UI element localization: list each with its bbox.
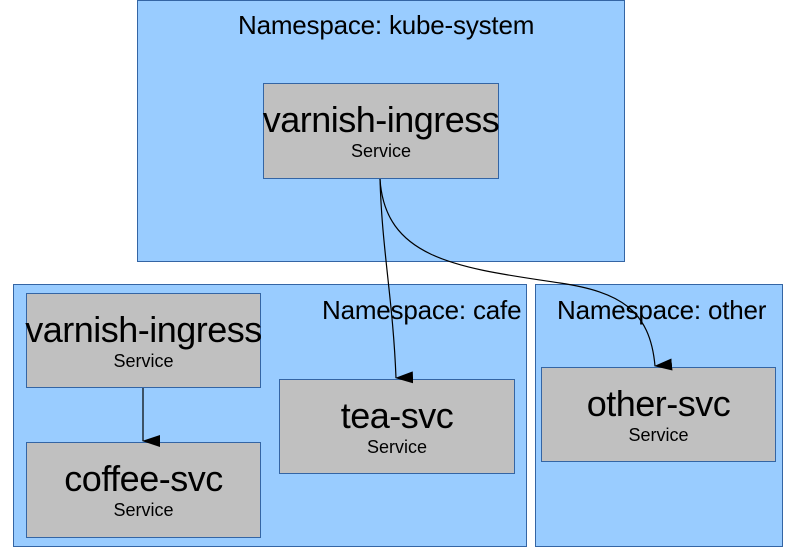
service-kind: Service — [350, 141, 412, 161]
service-name: varnish-ingress — [25, 308, 262, 350]
service-name: tea-svc — [340, 394, 454, 436]
service-name: varnish-ingress — [262, 99, 500, 140]
service-kind: Service — [366, 436, 428, 457]
service-name: coffee-svc — [64, 458, 223, 499]
namespace-kube-system-label: Namespace: kube-system — [238, 10, 535, 40]
namespace-other-label: Namespace: other — [557, 295, 767, 325]
service-name: other-svc — [586, 382, 731, 424]
service-varnish-ingress-kube-system[interactable]: varnish-ingress Service — [262, 83, 500, 179]
service-kind: Service — [628, 424, 689, 445]
service-coffee-svc[interactable]: coffee-svc Service — [26, 442, 261, 538]
service-kind: Service — [113, 350, 174, 371]
namespace-cafe-label: Namespace: cafe — [322, 295, 522, 325]
service-varnish-ingress-cafe[interactable]: varnish-ingress Service — [25, 293, 262, 388]
service-other-svc[interactable]: other-svc Service — [541, 367, 776, 462]
service-kind: Service — [113, 500, 174, 520]
service-tea-svc[interactable]: tea-svc Service — [279, 379, 515, 474]
